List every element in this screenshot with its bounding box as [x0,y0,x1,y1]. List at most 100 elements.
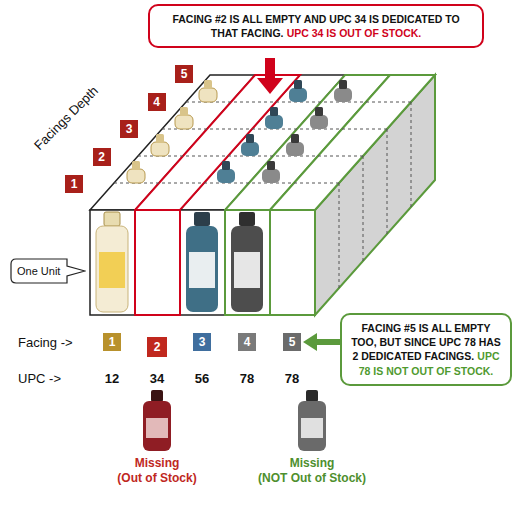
facing-number: 1 [103,333,121,351]
front-bottles [96,212,263,312]
back-row-bottles [132,161,140,170]
upc-number: 78 [240,371,254,386]
shelf-front-faces [180,210,225,315]
upc-number: 78 [285,371,299,386]
depth-divider-lines [339,183,340,288]
depth-number: 4 [148,93,166,111]
callout-box: FACING #2 IS ALL EMPTY AND UPC 34 IS DED… [148,4,484,48]
depth-divider-lines [411,102,412,207]
back-row-bottles [156,134,164,143]
node-text: 4 [153,95,160,109]
missing-bottles [151,390,163,402]
red-callout-arrow [257,58,283,94]
back-row-bottles [241,142,259,156]
front-bottles [194,212,210,226]
front-bottles [239,212,255,226]
missing-bottles [306,390,318,402]
shelf-top-faces [90,75,435,210]
back-row-bottles [180,107,188,116]
upc-number: 34 [150,371,164,386]
depth-number: 2 [93,148,111,166]
depth-number: 3 [120,120,138,138]
shelf-front-faces [90,210,135,315]
front-bottles [186,226,218,312]
node-text: 2 [154,340,161,354]
unit-pointer-box: One Unit [10,258,86,284]
missing-bottles [143,401,171,451]
node-text: 2 [98,150,105,164]
node-text: UPC 34 IS OUT OF STOCK. [287,27,422,39]
node-text: 4 [244,335,251,349]
arrow-head [303,333,317,351]
upc-number: 12 [105,371,119,386]
back-row-bottles [315,107,323,116]
front-bottles [96,226,128,312]
back-row-bottles [310,115,328,129]
status-label: (NOT Out of Stock) [258,471,366,485]
front-bottles [234,252,260,288]
facing-number: 4 [238,333,256,351]
back-row-bottles [199,88,217,102]
back-row-bottles [286,142,304,156]
back-row-bottles [246,134,254,143]
depth-number: 1 [65,175,83,193]
unit-pointer-outline [11,259,85,283]
arrow-shaft [317,339,340,345]
shelf-top-faces [135,75,300,210]
red-callout-arrow [257,58,283,94]
callout-box: FACING #5 IS ALL EMPTY TOO, BUT SINCE UP… [340,313,512,386]
node-text: 1 [71,177,78,191]
back-row-bottles [289,88,307,102]
shelf-front-faces [270,210,315,315]
back-row-bottles [204,80,212,89]
back-row-bottles [127,169,145,183]
depth-divider-lines [363,156,364,261]
back-row-bottles [127,80,352,183]
back-row-bottles [334,88,352,102]
back-row-bottles [222,161,230,170]
back-row-bottles [151,142,169,156]
missing-bottles [301,418,323,438]
depth-divider-lines [387,129,388,234]
row-label: Facing -> [18,335,73,350]
node-text: 3 [199,335,206,349]
depth-number: 5 [175,65,193,83]
status-label: Missing [290,456,335,470]
upc-number: 56 [195,371,209,386]
shelf-front-faces [90,210,315,315]
missing-bottles [298,401,326,451]
back-row-bottles [175,115,193,129]
front-bottles [189,252,215,288]
front-bottles [231,226,263,312]
facing-number: 3 [193,333,211,351]
back-row-bottles [270,107,278,116]
shelf-front-faces [225,210,270,315]
row-label: UPC -> [18,371,61,386]
node-text: 3 [126,122,133,136]
back-row-bottles [291,134,299,143]
missing-bottles [143,390,326,451]
missing-bottles [146,418,168,438]
axis-label: Facings Depth [31,83,101,153]
facing-number: 2 [147,337,167,357]
status-label: Missing [135,456,180,470]
node-text: 5 [181,67,188,81]
shelf-top-faces [270,75,435,210]
back-row-bottles [339,80,347,89]
node-text: 1 [109,335,116,349]
shelf-front-faces [135,210,180,315]
facing-number: 5 [283,333,301,351]
back-row-bottles [262,169,280,183]
back-row-bottles [267,161,275,170]
callout-arrow [303,333,340,351]
node-text: 5 [289,335,296,349]
back-row-bottles [265,115,283,129]
front-bottles [104,212,120,226]
back-row-bottles [217,169,235,183]
back-row-bottles [294,80,302,89]
node-text: One Unit [17,265,60,277]
